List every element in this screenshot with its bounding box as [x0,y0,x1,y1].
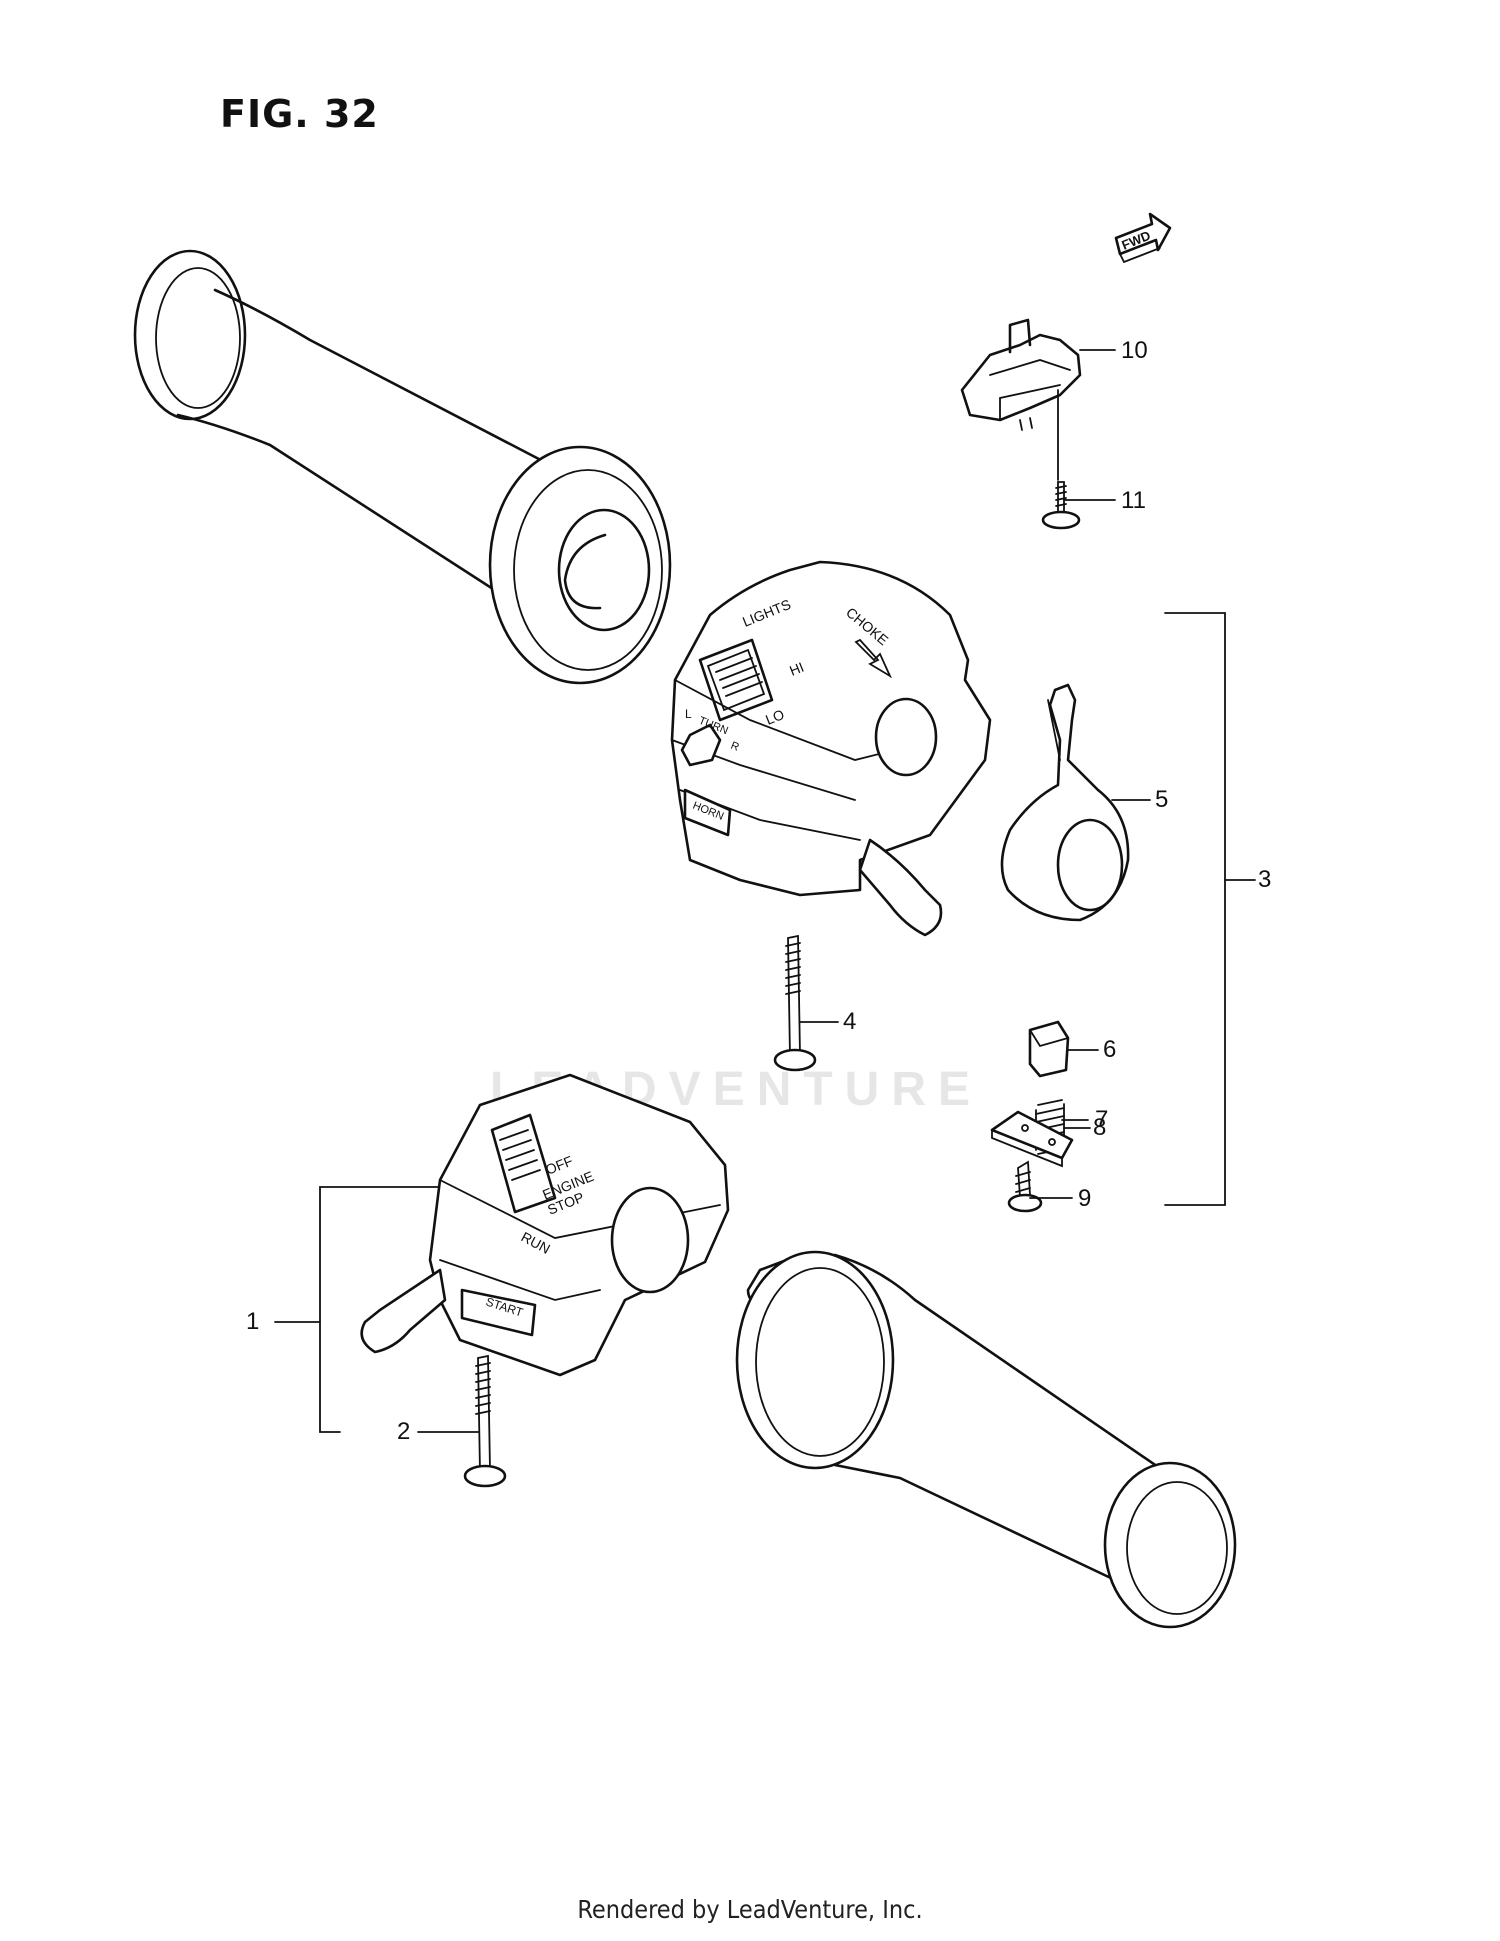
fwd-arrow-icon: FWD [1114,212,1172,264]
callout-7: 7 [1095,1106,1109,1133]
callout-9: 9 [1078,1185,1092,1212]
callout-2: 2 [397,1418,411,1445]
cap-6 [1028,1020,1070,1078]
screw-4 [773,934,817,1072]
hi-label: HI [787,659,806,679]
bracket-3 [1164,612,1256,1206]
left-grip [133,249,672,685]
bracket-1 [274,1186,439,1433]
leader-lines [417,349,1151,1433]
turn-r-label: R [729,740,741,754]
turn-l-label: L [685,707,692,721]
callout-5: 5 [1155,786,1169,813]
right-grip [735,1250,1237,1629]
choke-lever-5 [1000,683,1130,922]
callout-10: 10 [1121,337,1148,364]
lo-label: LO [763,706,786,728]
callout-3: 3 [1258,866,1272,893]
screw-9 [1007,1160,1043,1213]
switch-10 [960,318,1082,431]
left-switch-housing: LIGHTS HI LO CHOKE L TURN R HORN [670,560,992,937]
callout-11: 11 [1121,487,1146,514]
choke-arrow-icon [854,638,893,679]
callout-4: 4 [843,1008,857,1035]
figure-title: FIG. 32 [220,92,379,136]
right-switch-housing: OFF ENGINE STOP RUN START [360,1073,730,1377]
callout-1: 1 [246,1308,260,1335]
plate-8 [990,1110,1074,1168]
footer-credit: Rendered by LeadVenture, Inc. [577,1895,923,1924]
callout-6: 6 [1103,1036,1117,1063]
callout-8: 8 [1093,1114,1107,1141]
screw-11 [1041,481,1081,530]
screw-2 [463,1354,507,1488]
